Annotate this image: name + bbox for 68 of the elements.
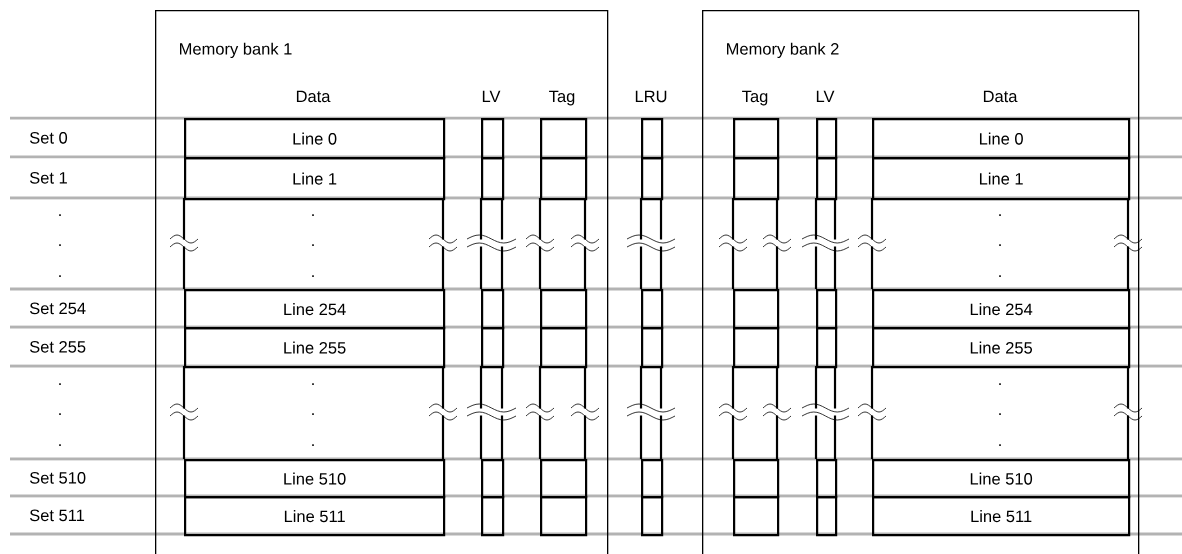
ellipsis-dot: . — [59, 214, 61, 216]
cache-line-cell: Line 511 — [872, 496, 1131, 537]
table-cell — [481, 327, 505, 369]
ellipsis-dot: . — [59, 444, 61, 446]
table-cell — [816, 459, 838, 499]
table-cell — [816, 289, 838, 330]
ellipsis-dot: . — [312, 214, 314, 216]
table-cell — [641, 118, 664, 160]
table-cell — [733, 459, 780, 499]
cache-line-cell: Line 254 — [184, 289, 446, 330]
cache-line-cell: Line 510 — [872, 459, 1131, 499]
table-cell — [540, 118, 588, 160]
table-cell — [641, 459, 664, 499]
set-label: Set 0 — [29, 131, 68, 144]
ellipsis-dot: . — [59, 383, 61, 385]
table-cell — [733, 118, 780, 160]
table-cell — [641, 327, 664, 369]
ellipsis-dot: . — [59, 244, 61, 246]
cache-line-cell: Line 254 — [872, 289, 1131, 330]
table-cell — [816, 118, 838, 160]
table-cell — [733, 157, 780, 201]
ellipsis-dot: . — [312, 244, 314, 246]
table-cell — [641, 157, 664, 201]
table-cell — [733, 496, 780, 537]
table-cell — [816, 496, 838, 537]
table-cell — [816, 327, 838, 369]
table-cell — [481, 157, 505, 201]
column-header: Data — [296, 90, 331, 103]
ellipsis-dot: . — [999, 383, 1001, 385]
table-cell — [481, 496, 505, 537]
cache-line-cell: Line 0 — [184, 118, 446, 160]
column-header: LV — [816, 90, 835, 102]
set-label: Set 510 — [29, 472, 86, 484]
cache-line-cell: Line 255 — [184, 327, 446, 369]
cache-line-cell: Line 1 — [184, 157, 446, 201]
table-cell — [540, 496, 588, 537]
set-label: Set 1 — [29, 172, 67, 184]
table-cell — [481, 289, 505, 330]
ellipsis-dot: . — [999, 214, 1001, 216]
set-label: Set 511 — [29, 509, 85, 522]
cache-line-cell: Line 255 — [872, 327, 1131, 369]
cache-line-cell: Line 0 — [872, 118, 1131, 160]
set-label: Set 254 — [29, 302, 86, 315]
column-header: LV — [482, 90, 501, 102]
table-cell — [540, 157, 588, 201]
table-cell — [733, 289, 780, 330]
table-cell — [540, 327, 588, 369]
ellipsis-dot: . — [59, 413, 61, 415]
table-cell — [641, 289, 664, 330]
table-cell — [641, 496, 664, 537]
cache-line-cell: Line 510 — [184, 459, 446, 499]
ellipsis-dot: . — [312, 383, 314, 385]
ellipsis-dot: . — [59, 275, 61, 277]
table-cell — [481, 118, 505, 160]
table-cell — [540, 289, 588, 330]
table-cell — [481, 459, 505, 499]
table-cell — [540, 459, 588, 499]
column-header: Data — [983, 90, 1018, 103]
ellipsis-dot: . — [999, 244, 1001, 246]
column-header: LRU — [635, 90, 667, 103]
table-cell — [816, 157, 838, 201]
ellipsis-dot: . — [999, 413, 1001, 415]
cache-line-cell: Line 1 — [872, 157, 1131, 201]
ellipsis-dot: . — [312, 413, 314, 415]
column-header: Tag — [549, 90, 575, 106]
set-label: Set 255 — [29, 341, 86, 353]
table-cell — [733, 327, 780, 369]
cache-line-cell: Line 511 — [184, 496, 446, 537]
